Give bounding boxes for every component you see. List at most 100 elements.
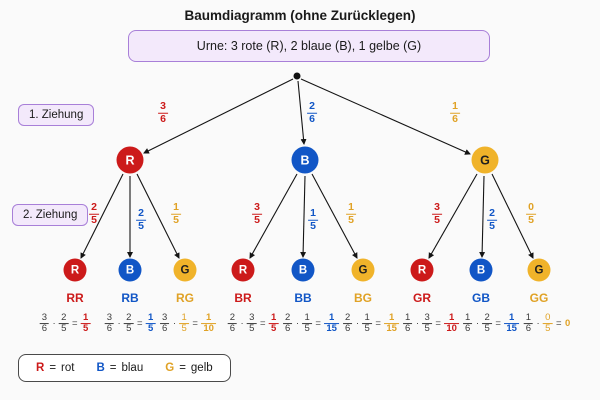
node-second-draw-BB: B: [291, 258, 315, 282]
equals-sign: =: [315, 318, 321, 330]
outcome-label-RG: RG: [176, 291, 194, 305]
branch-arrow-G-B: [479, 175, 486, 258]
fraction-numerator: 3: [106, 312, 112, 324]
fraction-numerator: 1: [465, 312, 471, 324]
fraction-denominator: 6: [104, 323, 114, 335]
node-second-draw-GR: R: [410, 258, 434, 282]
legend-item-rot: R = rot: [36, 362, 74, 374]
branch-probability-R-R: 2 5: [89, 201, 99, 227]
branch-arrow-root-B: [297, 80, 307, 145]
node-second-draw-RR: R: [63, 258, 87, 282]
fraction-denominator: 5: [179, 323, 189, 335]
equals-sign: =: [71, 318, 78, 330]
fraction-numerator: 1: [364, 312, 370, 324]
root-node-dot: [293, 72, 301, 80]
outcome-label-BG: BG: [354, 291, 372, 305]
outcome-label-GR: GR: [413, 291, 431, 305]
equals-sign: =: [495, 318, 501, 330]
legend-item-blau: B = blau: [96, 362, 143, 374]
fraction-denominator: 5: [482, 323, 492, 335]
fraction-numerator: 0: [528, 200, 534, 213]
fraction-numerator: 3: [162, 312, 168, 324]
legend-word-rot: rot: [61, 362, 75, 374]
fraction-numerator: 1: [83, 312, 89, 324]
equals-sign: =: [192, 318, 198, 330]
page-title: Baumdiagramm (ohne Zurücklegen): [184, 8, 416, 23]
fraction-numerator: 2: [309, 99, 315, 112]
fraction-denominator: 5: [487, 219, 497, 232]
branch-probability-B-G: 1 5: [346, 201, 356, 227]
fraction-denominator: 5: [124, 323, 134, 335]
fraction-denominator: 5: [81, 323, 91, 335]
fraction-denominator: 5: [269, 323, 279, 335]
outcome-label-BR: BR: [234, 291, 252, 305]
fraction-numerator: 1: [509, 312, 515, 324]
legend-letter-R: R: [36, 362, 45, 374]
outcome-label-GB: GB: [472, 291, 490, 305]
fraction-denominator: 6: [450, 112, 460, 125]
node-second-draw-RG: G: [173, 258, 197, 282]
fraction-numerator: 2: [138, 206, 144, 219]
node-first-draw-B: B: [291, 146, 319, 174]
fraction-denominator: 6: [39, 323, 49, 335]
equals-sign: =: [179, 362, 186, 374]
node-letter: B: [476, 264, 486, 276]
fraction-denominator: 5: [171, 213, 181, 226]
fraction-denominator: 6: [160, 323, 170, 335]
legend-letter-G: G: [165, 362, 175, 374]
branch-probability-root-G: 1 6: [450, 99, 460, 126]
fraction-numerator: 2: [484, 312, 490, 324]
branch-probability-G-B: 2 5: [487, 207, 497, 233]
equals-sign: =: [109, 362, 117, 374]
fraction-numerator: 3: [424, 312, 430, 324]
legend-letter-B: B: [96, 362, 105, 374]
fraction-denominator: 5: [302, 323, 312, 335]
stage-label-first-draw-text: 1. Ziehung: [29, 109, 84, 121]
branch-probability-root-B: 2 6: [307, 99, 317, 126]
outcome-label-RR: RR: [66, 291, 84, 305]
fraction-denominator: 5: [346, 213, 356, 226]
multiply-dot: ·: [536, 318, 540, 330]
equals-sign: =: [136, 318, 143, 330]
result-value: 0: [565, 318, 571, 330]
fraction-denominator: 5: [422, 323, 432, 335]
fraction-numerator: 1: [452, 99, 458, 112]
fraction-denominator: 5: [526, 213, 536, 226]
equals-sign: =: [435, 318, 441, 330]
legend-word-gelb: gelb: [190, 362, 213, 374]
node-second-draw-RB: B: [118, 258, 142, 282]
node-first-draw-G: G: [471, 146, 499, 174]
fraction-denominator: 6: [343, 323, 353, 335]
fraction-denominator: 5: [543, 323, 553, 335]
branch-probability-root-R: 3 6: [158, 100, 168, 126]
fraction-numerator: 1: [173, 200, 179, 213]
fraction-denominator: 10: [201, 323, 216, 335]
fraction-denominator: 15: [324, 323, 339, 335]
outcome-label-GG: GG: [529, 291, 549, 305]
branch-arrow-B-B: [300, 175, 307, 258]
node-letter: G: [180, 264, 190, 276]
fraction-numerator: 1: [525, 312, 531, 324]
fraction-denominator: 15: [504, 323, 519, 335]
urn-label: Urne: 3 rote (R), 2 blaue (B), 1 gelbe (…: [196, 39, 422, 53]
fraction-denominator: 6: [523, 323, 533, 335]
fraction-denominator: 5: [308, 219, 318, 232]
